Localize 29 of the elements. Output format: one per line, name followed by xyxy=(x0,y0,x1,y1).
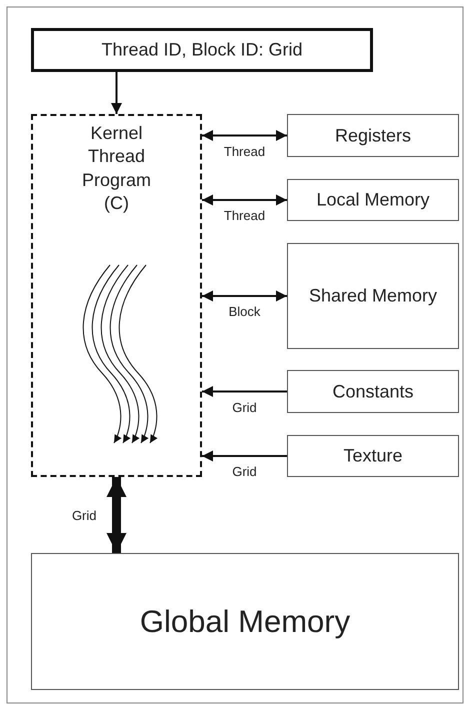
edge-label: Thread xyxy=(222,208,268,223)
edge-label: Grid xyxy=(230,464,259,479)
memory-box xyxy=(287,243,459,349)
arrow xyxy=(202,130,287,141)
memory-box xyxy=(287,370,459,413)
arrow xyxy=(106,477,126,553)
node-label: Global Memory xyxy=(138,602,352,640)
memory-box xyxy=(287,179,459,221)
arrow xyxy=(202,450,287,462)
arrow xyxy=(202,194,287,206)
arrow xyxy=(111,72,122,114)
arrow xyxy=(202,290,287,302)
edge-label: Grid xyxy=(230,400,259,414)
memory-box xyxy=(287,435,459,477)
edge-label: Block xyxy=(226,304,262,319)
memory-box xyxy=(287,114,459,157)
memory-box xyxy=(31,553,459,690)
kernel-box xyxy=(31,114,202,477)
node-label: Kernel Thread Program (C) xyxy=(80,122,152,216)
arrow xyxy=(202,386,287,397)
node-label: Constants xyxy=(331,380,415,403)
node-label: Texture xyxy=(342,444,404,468)
node-label: Local Memory xyxy=(315,188,431,212)
header-box xyxy=(31,28,373,72)
node-label: Registers xyxy=(334,124,412,148)
edge-label: Thread xyxy=(222,144,268,158)
node-label: Thread ID, Block ID: Grid xyxy=(100,38,304,62)
node-label: Shared Memory xyxy=(308,284,438,308)
edge-label: Grid xyxy=(70,508,98,522)
